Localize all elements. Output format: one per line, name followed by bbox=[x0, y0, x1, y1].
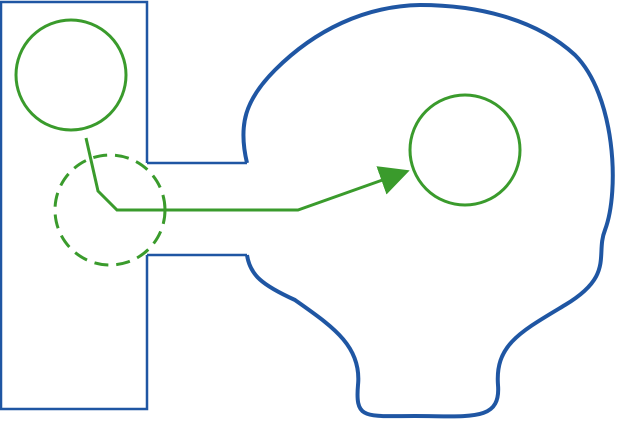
left-panel bbox=[0, 0, 149, 411]
top-circle bbox=[14, 18, 128, 132]
right-blob-outline bbox=[241, 2, 615, 419]
target-circle bbox=[408, 93, 522, 207]
path-arrow bbox=[84, 137, 410, 212]
